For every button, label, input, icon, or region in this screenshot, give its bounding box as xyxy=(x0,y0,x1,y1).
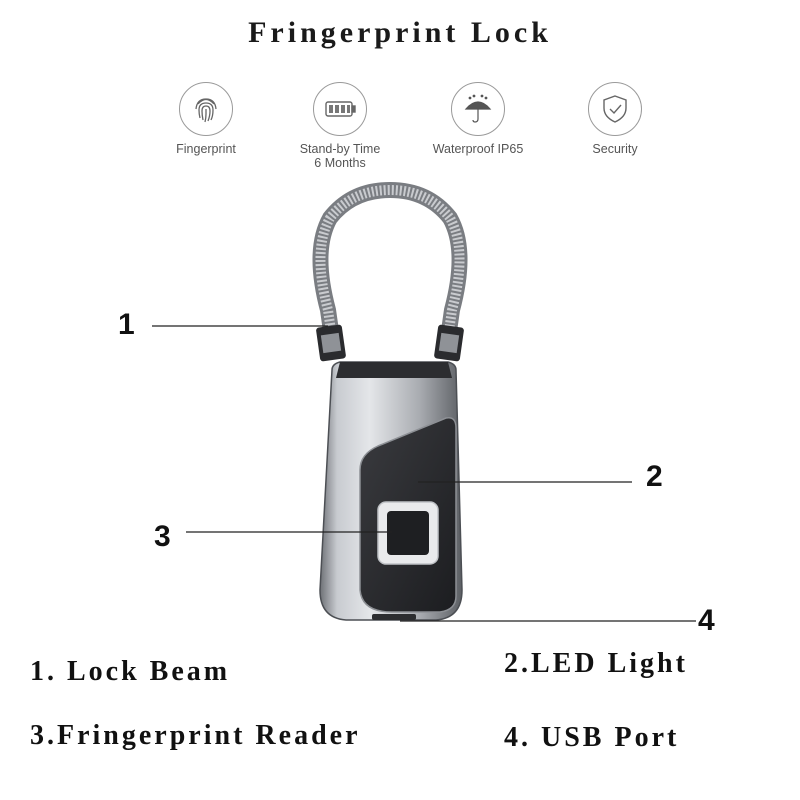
callout-number-2: 2 xyxy=(646,460,663,493)
shield-check-icon xyxy=(588,82,642,136)
feature-label: Waterproof IP65 xyxy=(432,142,524,156)
callout-number-4: 4 xyxy=(698,604,715,637)
feature-label: Fingerprint xyxy=(176,142,236,156)
page-title: Fringerprint Lock xyxy=(248,16,552,49)
legend-usb-port: 4. USB Port xyxy=(504,722,680,753)
feature-standby: Stand-by Time 6 Months xyxy=(280,82,400,170)
feature-security: Security xyxy=(555,82,675,156)
lock-beam xyxy=(312,181,468,362)
feature-label: Security xyxy=(592,142,638,156)
umbrella-icon xyxy=(451,82,505,136)
callout-number-3: 3 xyxy=(154,520,171,553)
legend-lock-beam: 1. Lock Beam xyxy=(30,656,231,687)
fingerprint-icon xyxy=(179,82,233,136)
feature-fingerprint: Fingerprint xyxy=(146,82,266,156)
feature-waterproof: Waterproof IP65 xyxy=(418,82,538,156)
lock-body xyxy=(319,361,463,621)
legend-led-light: 2.LED Light xyxy=(504,648,688,679)
callout-number-1: 1 xyxy=(118,308,135,341)
legend-fingerprint-reader: 3.Fringerprint Reader xyxy=(30,720,361,751)
feature-label: Stand-by Time 6 Months xyxy=(299,142,381,170)
battery-icon xyxy=(313,82,367,136)
